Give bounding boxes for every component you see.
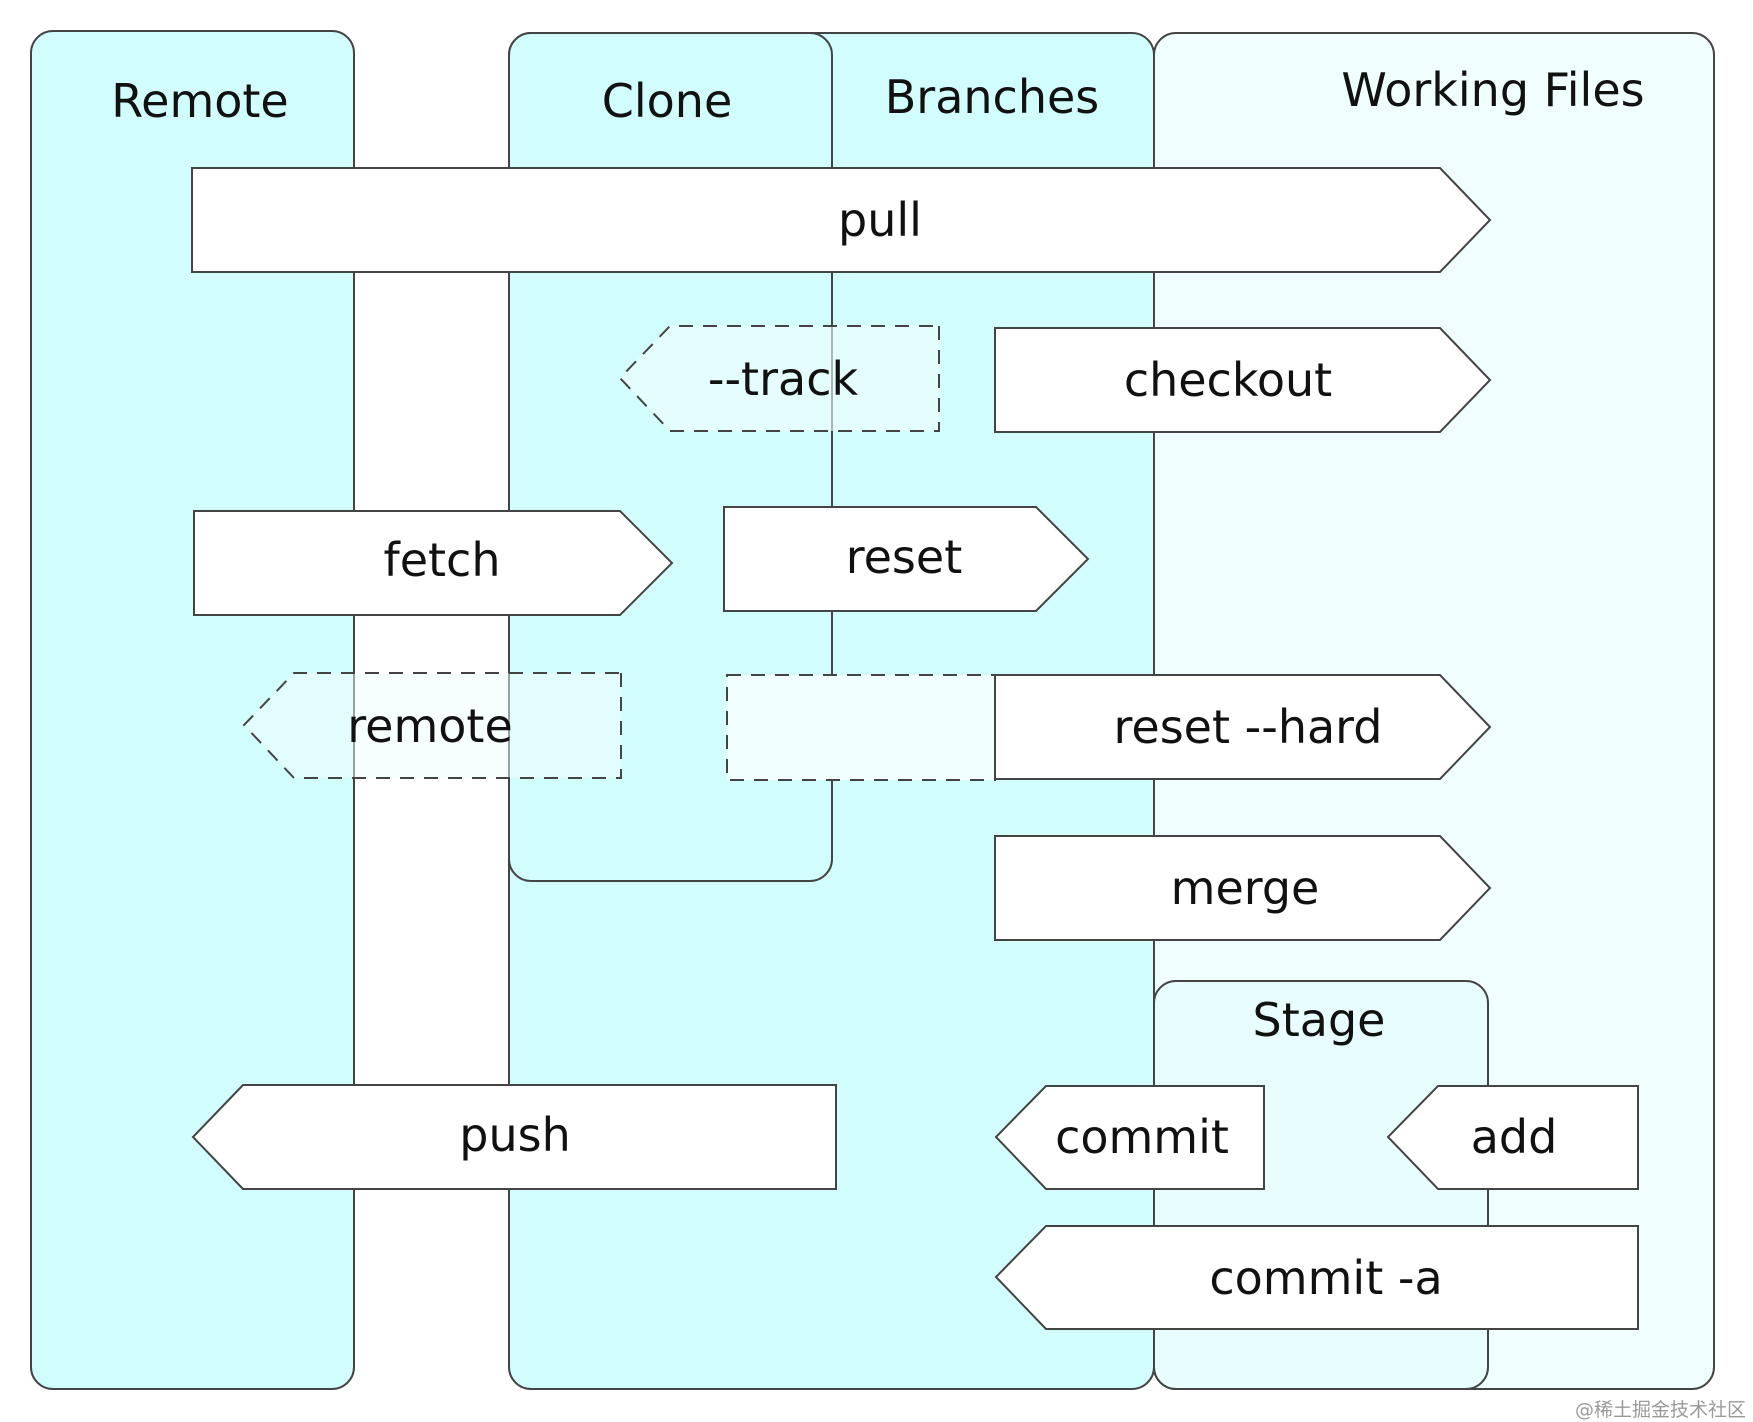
remote-cmd-label: remote — [347, 699, 513, 753]
pull-label: pull — [838, 193, 922, 247]
branches-label: Branches — [885, 70, 1100, 124]
commit-a-label: commit -a — [1209, 1251, 1442, 1305]
clone-label: Clone — [602, 74, 733, 128]
push-arrow — [191, 1084, 837, 1190]
commit-label: commit — [1055, 1110, 1229, 1164]
checkout-arrow — [994, 327, 1492, 433]
reset-hard-label: reset --hard — [1114, 700, 1383, 754]
fetch-label: fetch — [384, 533, 501, 587]
pull-arrow — [191, 167, 1492, 273]
commit-arrow — [994, 1085, 1265, 1190]
merge-arrow — [994, 835, 1492, 941]
add-arrow — [1386, 1085, 1639, 1190]
reset-hard-dashed-extension — [726, 674, 996, 781]
working-files-label: Working Files — [1341, 63, 1644, 117]
reset-arrow — [723, 506, 1090, 612]
add-label: add — [1471, 1110, 1558, 1164]
watermark: @稀土掘金技术社区 — [1575, 1399, 1746, 1421]
push-label: push — [459, 1108, 570, 1162]
stage-label: Stage — [1253, 993, 1386, 1047]
remote-label: Remote — [111, 74, 289, 128]
track-label: --track — [708, 352, 859, 406]
checkout-label: checkout — [1124, 353, 1332, 407]
remote-arrow — [242, 672, 622, 779]
reset-hard-arrow — [994, 674, 1492, 780]
track-arrow — [618, 325, 940, 432]
reset-label: reset — [846, 530, 963, 584]
commit-a-arrow — [994, 1225, 1639, 1330]
merge-label: merge — [1171, 861, 1320, 915]
fetch-arrow — [193, 510, 674, 616]
